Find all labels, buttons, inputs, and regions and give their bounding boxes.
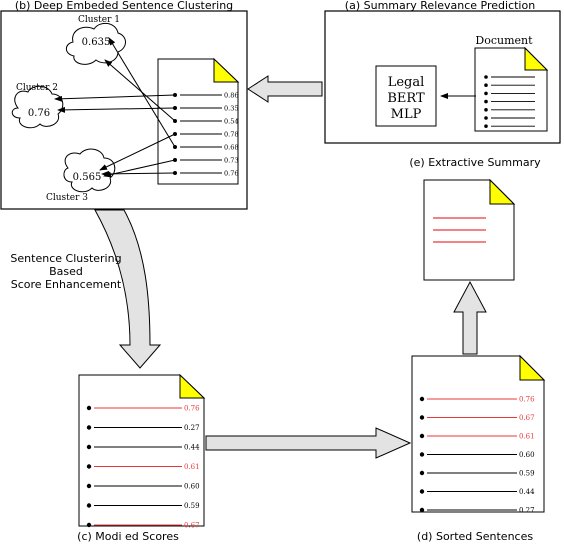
- sentence-bullet: [484, 116, 488, 120]
- sentence-bullet: [419, 396, 425, 402]
- cluster-assignment-arrows: [54, 37, 176, 178]
- sorted-title: (d) Sorted Sentences: [417, 530, 533, 543]
- sentence-bullet: [86, 425, 92, 430]
- sentence-score: 0.61: [184, 463, 200, 471]
- sentence-bullet: [484, 99, 488, 104]
- sentence-score: 0.60: [519, 451, 535, 459]
- cluster-3-value: 0.565: [73, 172, 102, 183]
- sentence-bullet: [484, 75, 488, 79]
- model-line-1: Legal: [388, 75, 425, 90]
- relevance-title: (a) Summary Relevance Prediction: [345, 0, 535, 12]
- sentence-bullet: [484, 91, 488, 96]
- sentence-bullet: [86, 464, 92, 469]
- sentence-bullet: [86, 444, 92, 450]
- sentence-bullet: [484, 83, 488, 87]
- cluster-2-cloud: [11, 85, 64, 129]
- arrow-c-to-d: [205, 427, 412, 459]
- sentence-score: 0.78: [224, 131, 238, 139]
- modified-score-lines: 0.76 0.27 0.44 0.61 0.60 0.59 0.67: [86, 405, 200, 530]
- arrow-s5-cluster1: [108, 37, 176, 148]
- clustering-document: [157, 57, 240, 185]
- model-line-3: MLP: [391, 107, 422, 122]
- cluster-2-label: Cluster 2: [16, 83, 58, 93]
- sentence-score: 0.44: [519, 488, 535, 496]
- sentence-score: 0.67: [184, 522, 200, 530]
- sentence-bullet: [86, 522, 92, 528]
- clustering-title: (b) Deep Embeded Sentence Clustering: [15, 0, 233, 12]
- arrow-s4-cluster3: [99, 133, 176, 171]
- sentence-bullet: [419, 470, 425, 476]
- cluster-2-value: 0.76: [28, 108, 50, 119]
- arrow-s2-cluster2: [57, 106, 176, 113]
- sentence-bullet: [419, 433, 425, 439]
- sentence-score: 0.76: [519, 396, 535, 404]
- modified-title: (c) Modi ed Scores: [77, 530, 179, 543]
- sentence-bullet: [86, 503, 92, 508]
- sentence-score: 0.27: [519, 507, 535, 515]
- sentence-score: 0.67: [519, 414, 535, 422]
- clustering-document-lines: 0.86 0.35 0.54 0.78 0.68 0.73 0.76: [173, 92, 238, 178]
- sentence-score: 0.54: [224, 118, 238, 126]
- relevance-document-lines: [484, 75, 535, 128]
- sentence-bullet: [86, 405, 92, 411]
- sentence-bullet: [86, 483, 92, 489]
- arrow-s7-cluster3: [101, 170, 176, 177]
- sentence-bullet: [419, 489, 425, 494]
- sentence-score: 0.86: [224, 92, 238, 100]
- cluster-1-value: 0.635: [82, 37, 111, 48]
- sentence-bullet: [419, 415, 425, 420]
- enhancement-line-1: Sentence Clustering: [10, 252, 121, 265]
- sentence-score: 0.76: [224, 170, 238, 178]
- sentence-score: 0.61: [519, 433, 535, 441]
- sentence-score: 0.60: [184, 483, 200, 491]
- sentence-bullet: [484, 124, 488, 128]
- sentence-score: 0.59: [519, 470, 535, 478]
- sorted-score-lines: 0.76 0.67 0.61 0.60 0.59 0.44 0.27: [419, 396, 535, 515]
- modified-document: [78, 373, 206, 527]
- model-line-2: BERT: [387, 91, 425, 106]
- arrow-s1-cluster2: [54, 94, 176, 102]
- arrow-b-to-c: [94, 209, 162, 369]
- legal-bert-mlp-box: [375, 65, 437, 127]
- document-label: Document: [475, 34, 533, 47]
- sentence-score: 0.68: [224, 144, 238, 152]
- arrow-s3-cluster1: [104, 59, 176, 122]
- sentence-bullet: [419, 452, 425, 457]
- sentence-score: 0.35: [224, 105, 238, 113]
- sentence-bullet: [484, 108, 488, 112]
- arrow-a-to-b: [247, 75, 323, 103]
- summary-document: [423, 178, 516, 281]
- cluster-3-cloud: [63, 148, 116, 193]
- sentence-score: 0.73: [224, 157, 238, 165]
- enhancement-line-2: Based: [49, 265, 83, 278]
- summary-title: (e) Extractive Summary: [409, 156, 541, 169]
- cluster-3-label: Cluster 3: [46, 193, 88, 203]
- sentence-score: 0.44: [184, 444, 200, 452]
- sentence-bullet: [419, 507, 425, 513]
- sentence-score: 0.59: [184, 502, 200, 510]
- sentence-score: 0.76: [184, 405, 200, 413]
- cluster-1-label: Cluster 1: [78, 15, 120, 25]
- sentence-score: 0.27: [184, 424, 200, 432]
- arrow-d-to-e: [453, 280, 487, 355]
- enhancement-line-3: Score Enhancement: [11, 278, 122, 291]
